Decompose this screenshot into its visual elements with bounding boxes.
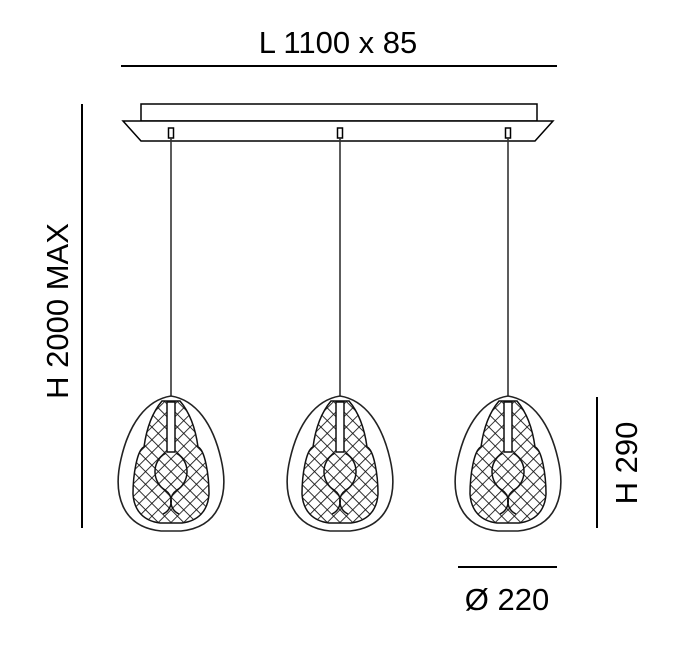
pendant-left <box>117 127 225 532</box>
shade-diameter-dimension-label: Ø 220 <box>465 582 549 617</box>
height-max-dimension-label: H 2000 MAX <box>40 223 75 399</box>
length-dimension-label: L 1100 x 85 <box>259 25 418 60</box>
pendant-right <box>454 127 562 532</box>
shade-height-dimension-label: H 290 <box>609 422 644 505</box>
pendant-center <box>286 127 394 532</box>
